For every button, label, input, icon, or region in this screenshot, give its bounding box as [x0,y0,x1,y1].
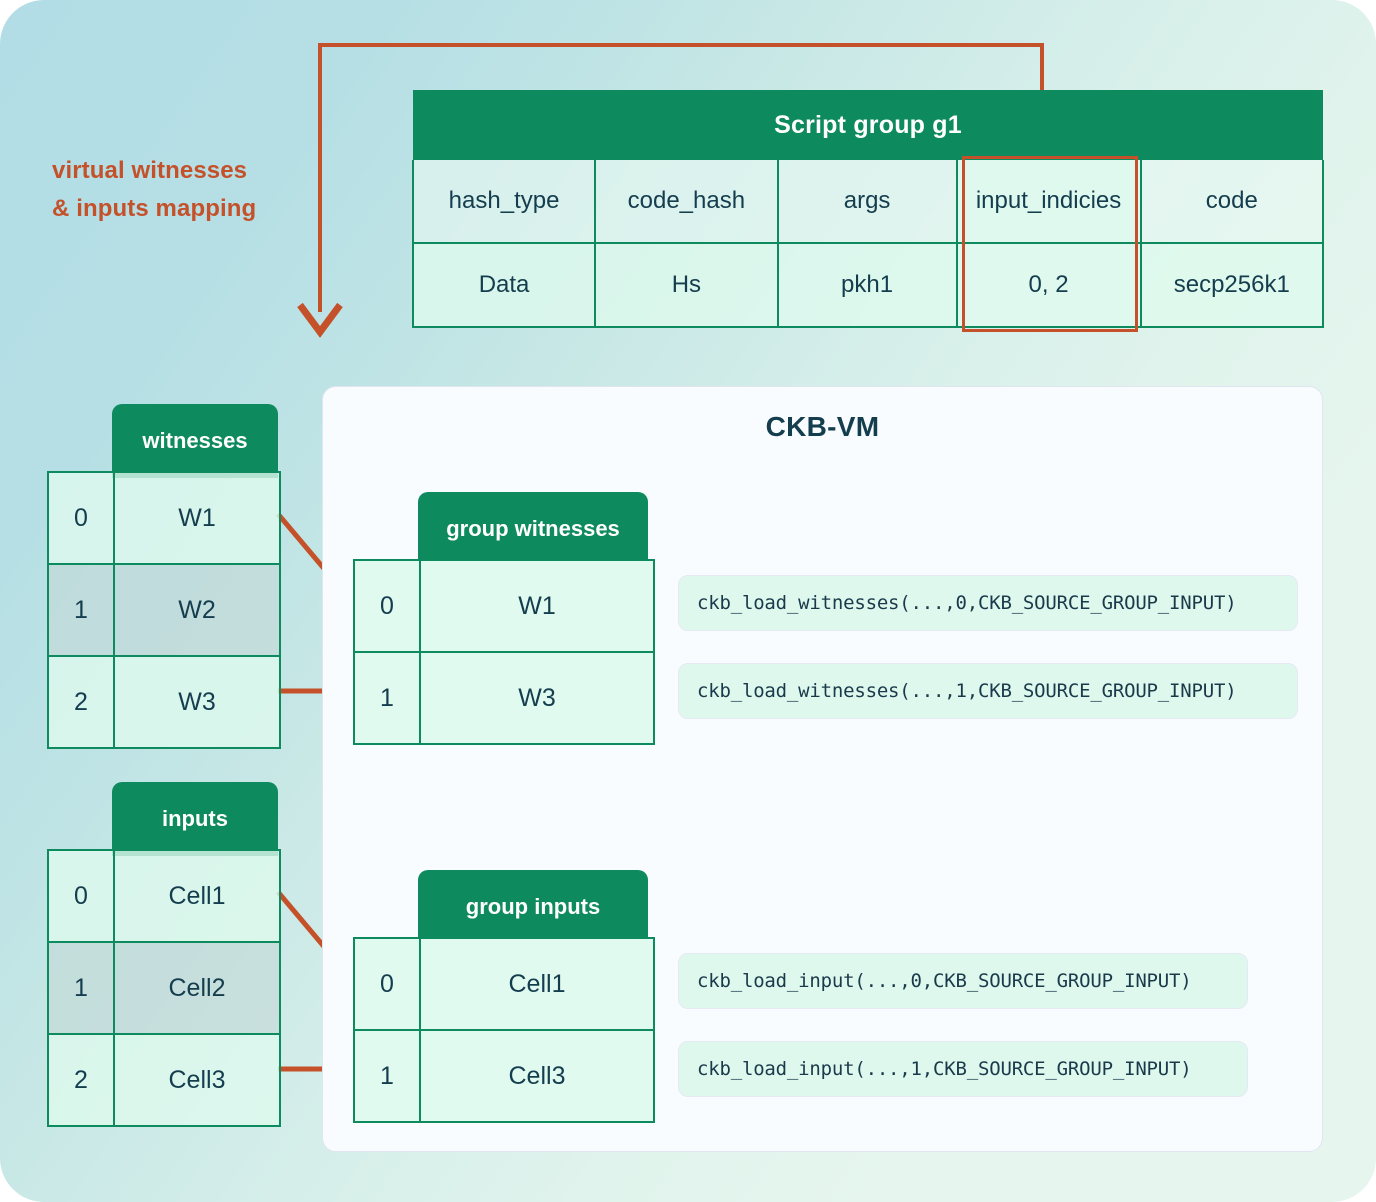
witnesses-table: 0 W1 1 W2 2 W3 [47,471,281,749]
code-call-load-witnesses-0: ckb_load_witnesses(...,0,CKB_SOURCE_GROU… [678,575,1298,631]
table-row: 1 Cell2 [47,941,281,1035]
value-args: pkh1 [776,242,958,328]
code-call-load-witnesses-1: ckb_load_witnesses(...,1,CKB_SOURCE_GROU… [678,663,1298,719]
mapping-caption-line2: & inputs mapping [52,195,257,222]
group-witnesses-table: 0 W1 1 W3 [353,559,655,745]
table-row: 0 W1 [47,471,281,565]
inputs-table: 0 Cell1 1 Cell2 2 Cell3 [47,849,281,1127]
table-row: 0 W1 [353,559,655,653]
witnesses-caption: witnesses [112,404,278,478]
mapping-caption: virtual witnesses & inputs mapping [52,152,332,228]
group-witnesses-value-0: W1 [419,559,655,653]
table-row: 1 W3 [353,651,655,745]
witnesses-index-2: 2 [47,655,115,749]
inputs-value-0: Cell1 [113,849,281,943]
inputs-index-1: 1 [47,941,115,1035]
value-hash-type: Data [411,242,597,328]
inputs-caption: inputs [112,782,278,856]
code-call-load-input-0: ckb_load_input(...,0,CKB_SOURCE_GROUP_IN… [678,953,1248,1009]
inputs-index-0: 0 [47,849,115,943]
witnesses-value-1: W2 [113,563,281,657]
group-inputs-value-1: Cell3 [419,1029,655,1123]
column-code: code [1139,160,1325,244]
witnesses-value-0: W1 [113,471,281,565]
table-row: 1 W2 [47,563,281,657]
value-code: secp256k1 [1139,242,1325,328]
column-args: args [776,160,958,244]
ckb-vm-title: CKB-VM [765,411,880,442]
table-row: 2 W3 [47,655,281,749]
inputs-value-2: Cell3 [113,1033,281,1127]
value-code-hash: Hs [594,242,779,328]
mapping-caption-line1: virtual witnesses [52,157,248,184]
column-input-indicies: input_indicies [955,160,1142,244]
table-row: 2 Cell3 [47,1033,281,1127]
script-group-value-row: Data Hs pkh1 0, 2 secp256k1 [411,242,1325,328]
script-group-table: Script group g1 hash_type code_hash args… [411,90,1325,328]
inputs-value-1: Cell2 [113,941,281,1035]
script-group-header-row: hash_type code_hash args input_indicies … [411,160,1325,244]
group-witnesses-index-1: 1 [353,651,421,745]
witnesses-value-2: W3 [113,655,281,749]
witnesses-index-1: 1 [47,563,115,657]
witnesses-index-0: 0 [47,471,115,565]
group-inputs-value-0: Cell1 [419,937,655,1031]
column-hash-type: hash_type [411,160,597,244]
group-witnesses-caption: group witnesses [418,492,648,566]
group-witnesses-value-1: W3 [419,651,655,745]
group-witnesses-index-0: 0 [353,559,421,653]
table-row: 1 Cell3 [353,1029,655,1123]
group-inputs-index-0: 0 [353,937,421,1031]
script-group-title: Script group g1 [413,90,1323,160]
table-row: 0 Cell1 [47,849,281,943]
value-input-indicies: 0, 2 [955,242,1142,328]
column-code-hash: code_hash [594,160,779,244]
code-call-load-input-1: ckb_load_input(...,1,CKB_SOURCE_GROUP_IN… [678,1041,1248,1097]
group-inputs-caption: group inputs [418,870,648,944]
group-inputs-table: 0 Cell1 1 Cell3 [353,937,655,1123]
group-inputs-index-1: 1 [353,1029,421,1123]
table-row: 0 Cell1 [353,937,655,1031]
script-group-title-row: Script group g1 [413,90,1323,160]
inputs-index-2: 2 [47,1033,115,1127]
